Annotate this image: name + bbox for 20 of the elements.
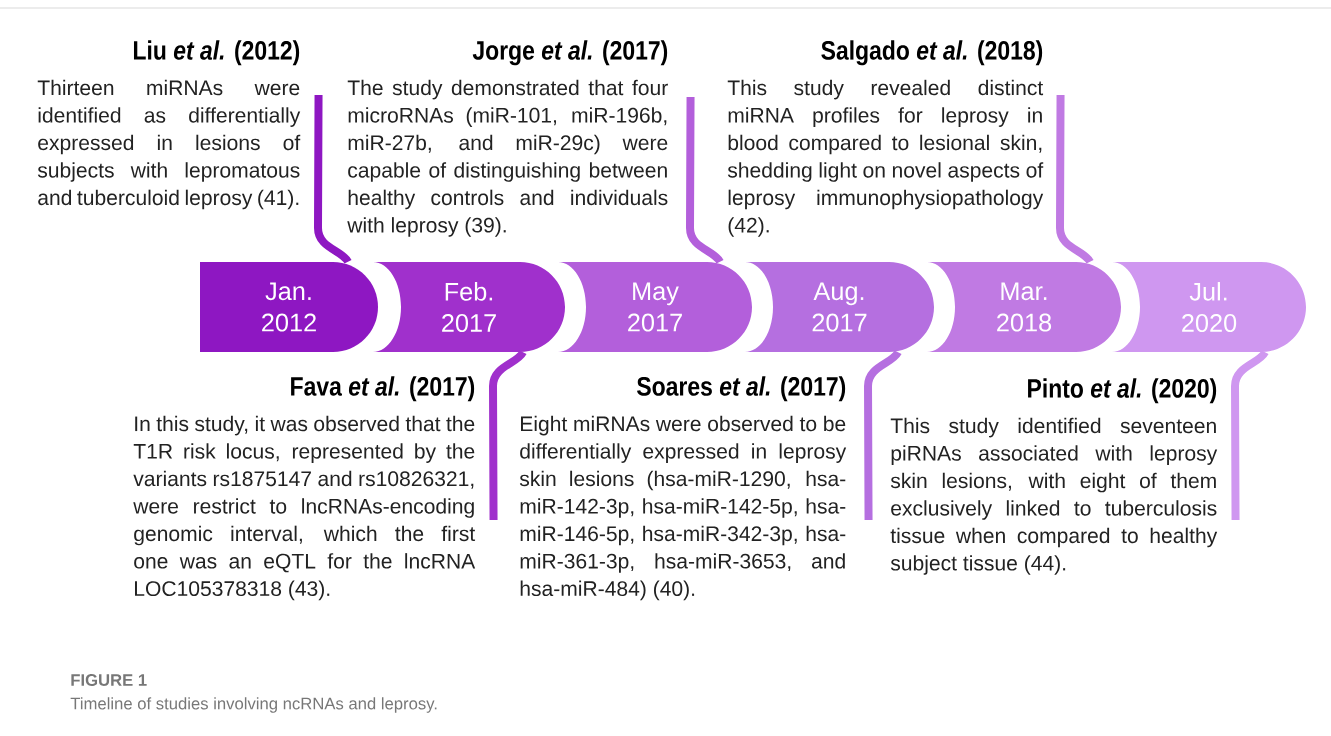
caption: Timeline of studies involving ncRNAs and leprosy. [70,697,437,713]
study-description: Eight miRNAs were observed to be differentially expressed in leprosy skin lesions (hsa-miR-1290, hsa-miR-142-3p, hsa-miR-142-5p, hsa-miR-146-5p, hsa-miR-342-3p, hsa-miR-361-3p, hsa-miR-3653, and hsa-miR-484) (40). [519,415,847,601]
study-description: In this study, it was observed that the T1R risk locus, represented by the variants rs1875147 and rs10826321, were restrict to lncRNAs-encoding genomic interval, which the first one was an eQTL for the lncRNA LOC105378318 (43). [133,415,476,601]
study-description: This study identified seventeen piRNAs associated with leprosy skin lesions, with eight of them exclusively linked to tuberculosis tissue when compared to healthy subject tissue (44). [890,417,1218,575]
study-heading: Soares et al. (2017) [637,376,846,402]
figure-number: FIGURE 1 [71,674,147,686]
study-heading: Salgado et al. (2018) [821,40,1043,66]
timeline-segment: May 2017 [558,262,752,352]
timeline-segment: Jul. 2020 [1112,262,1306,352]
study-description: The study demonstrated that four microRNAs (miR-101, miR-196b, miR-27b, and miR-29c) were capable of distinguishing between healthy controls and individuals with leprosy (39). [347,79,668,237]
study-heading: Pinto et al. (2020) [1028,378,1217,404]
study-description: This study revealed distinct miRNA profiles for leprosy in blood compared to lesional skin, shedding light on novel aspects of leprosy immunophysiopathology (42). [727,79,1044,237]
study-heading: Fava et al. (2017) [291,376,475,402]
study-heading: Liu et al. (2012) [134,40,300,66]
study-description: Thirteen miRNAs were identified as differentially expressed in lesions of subjects with lepromatous and tuberculoid leprosy (41). [37,79,301,210]
timeline-segment: Jan. 2012 [200,262,378,352]
study-heading: Jorge et al. (2017) [472,40,668,66]
timeline-segment: Mar. 2018 [927,262,1121,352]
timeline-segment: Aug. 2017 [745,262,934,352]
timeline-segment: Feb. 2017 [373,262,565,352]
